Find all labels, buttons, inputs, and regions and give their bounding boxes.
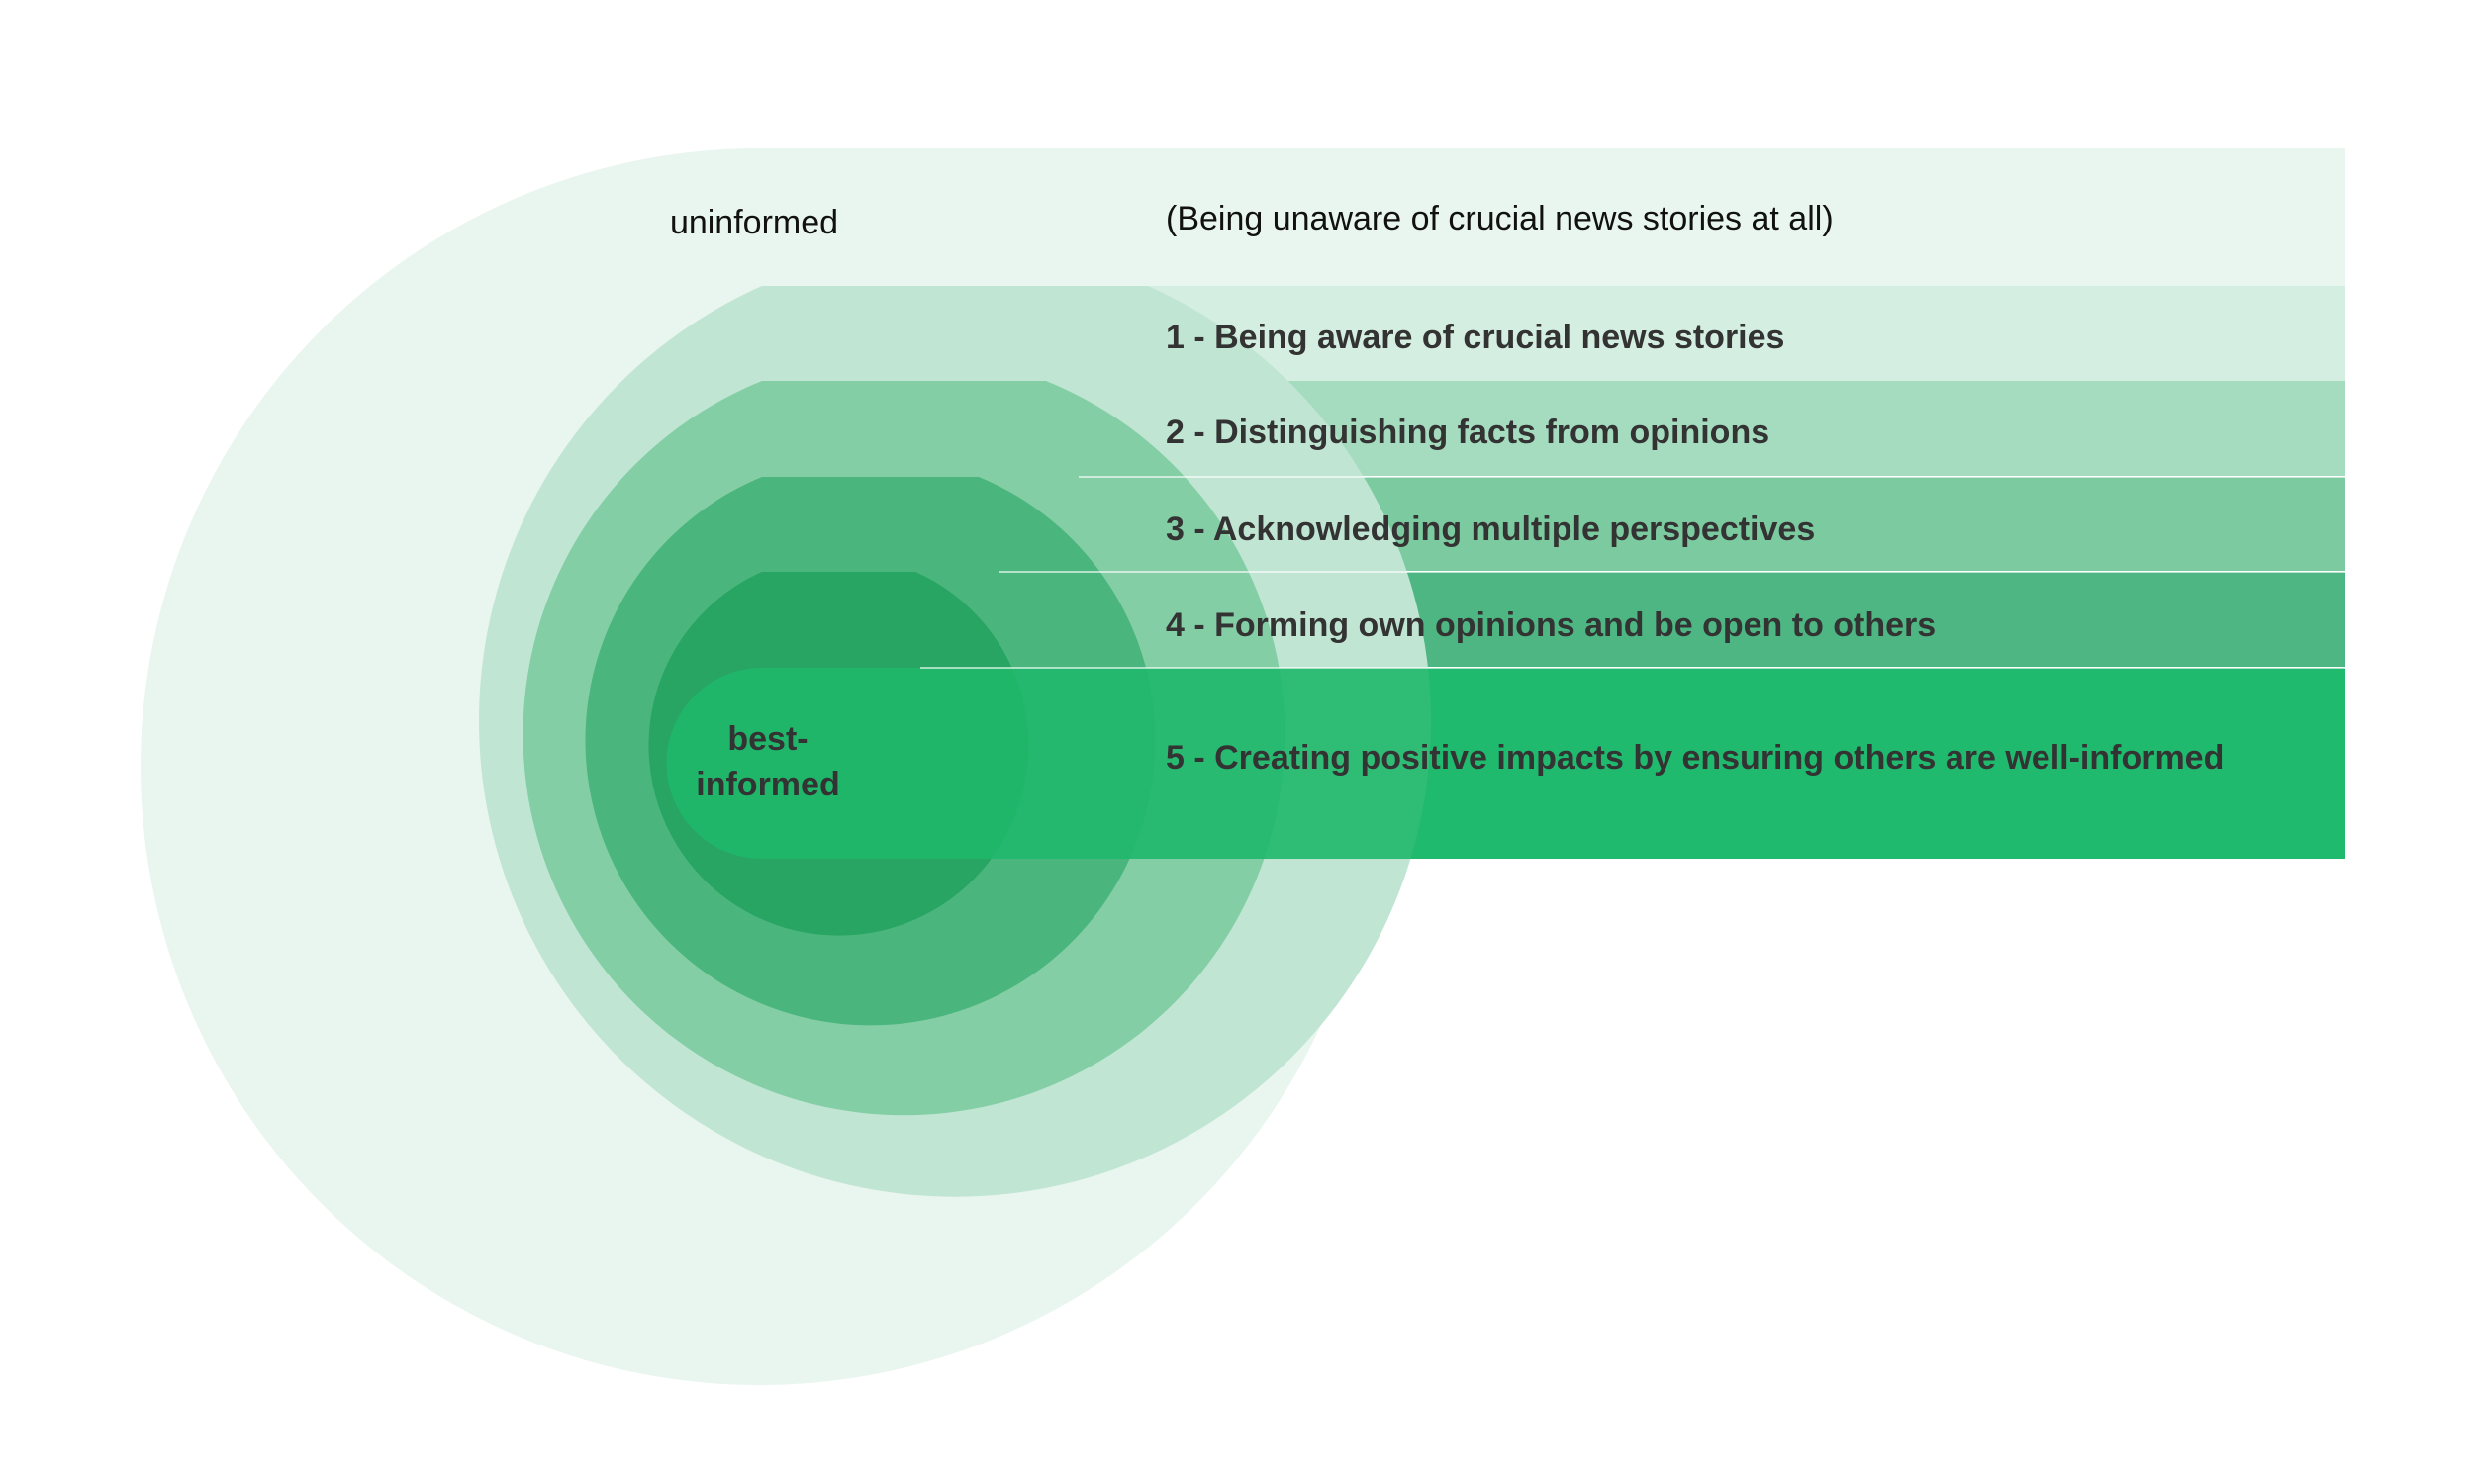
ring-level-5 — [666, 668, 2345, 859]
level-2-label: 2 - Distinguishing facts from opinions — [1166, 414, 1769, 451]
outer-label: uninformed — [670, 204, 838, 241]
level-4-label: 4 - Forming own opinions and be open to … — [1166, 606, 1936, 644]
level-1-label: 1 - Being aware of crucial news stories — [1166, 319, 1784, 356]
inner-label-line-2: informed — [696, 766, 839, 803]
level-5-label: 5 - Creating positive impacts by ensurin… — [1166, 739, 2224, 777]
level-3-label: 3 - Acknowledging multiple perspectives — [1166, 510, 1815, 548]
inner-label-line-1: best- — [727, 720, 808, 758]
outer-description: (Being unaware of crucial news stories a… — [1166, 200, 1834, 237]
